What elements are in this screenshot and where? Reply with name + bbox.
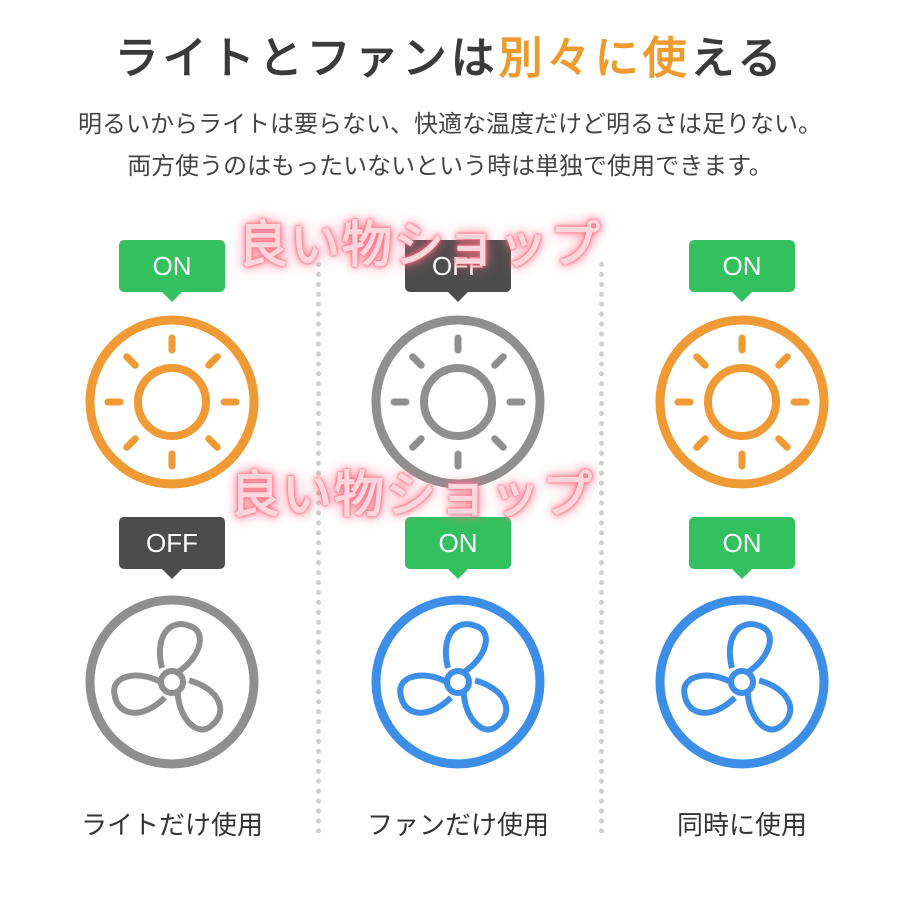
fan-status-badge: ON [405, 517, 511, 579]
page-title: ライトとファンは別々に使える [0, 22, 900, 86]
mode-caption: ライトだけ使用 [80, 811, 263, 841]
fan-icon [85, 595, 259, 769]
column-divider-left [316, 262, 321, 834]
mode-column-light-only: ON OFF ライトだけ使用 [32, 0, 312, 900]
sun-icon [655, 315, 829, 489]
mode-column-both: ON ON 同時に使用 [602, 0, 882, 900]
title-part-3: える [690, 33, 786, 84]
fan-status-badge: ON [689, 517, 795, 579]
description-line-2: 両方使うのはもったいないという時は単独で使用できます。 [127, 152, 773, 180]
sun-icon [371, 315, 545, 489]
sun-icon [85, 315, 259, 489]
light-status-badge: OFF [405, 240, 511, 302]
title-accent: 別々に使 [498, 33, 691, 84]
fan-icon [655, 595, 829, 769]
description-line-1: 明るいからライトは要らない、快適な温度だけど明るさは足りない。 [78, 110, 822, 138]
column-divider-right [599, 262, 604, 834]
fan-status-badge: OFF [119, 517, 225, 579]
mode-caption: 同時に使用 [676, 811, 807, 841]
fan-icon [371, 595, 545, 769]
light-status-badge: ON [689, 240, 795, 302]
light-status-badge: ON [119, 240, 225, 302]
mode-column-fan-only: OFF ON ファンだけ使用 [318, 0, 598, 900]
title-part-1: ライトとファンは [114, 33, 499, 84]
mode-caption: ファンだけ使用 [366, 811, 549, 841]
